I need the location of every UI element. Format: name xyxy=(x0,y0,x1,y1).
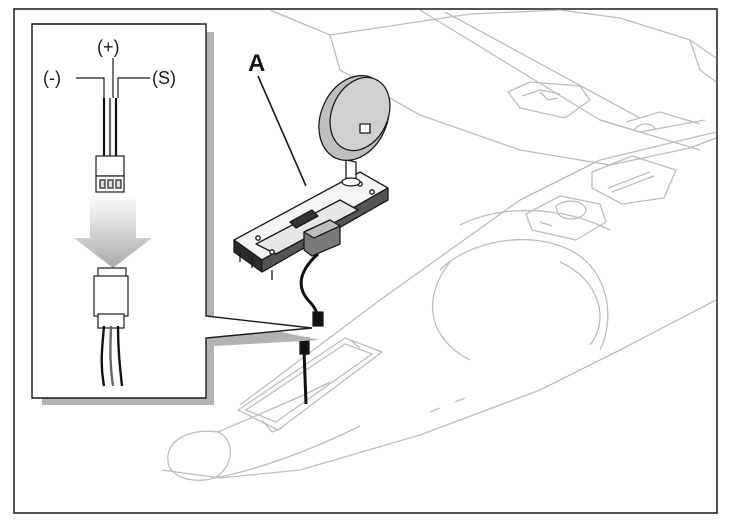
plug-male xyxy=(95,155,125,193)
label-a: A xyxy=(248,50,265,77)
label-a-leader xyxy=(257,75,307,187)
wire-bottom xyxy=(100,325,124,387)
label-signal: (S) xyxy=(152,68,176,88)
wire-top xyxy=(102,98,118,160)
plug-female xyxy=(93,267,129,329)
outer-frame xyxy=(13,8,718,514)
wire-label-leaders xyxy=(76,58,150,98)
down-arrow xyxy=(74,194,152,268)
label-plus: (+) xyxy=(97,37,120,57)
aircraft-airframe xyxy=(161,9,717,481)
light-module xyxy=(233,74,391,405)
label-minus: (-) xyxy=(43,68,61,88)
